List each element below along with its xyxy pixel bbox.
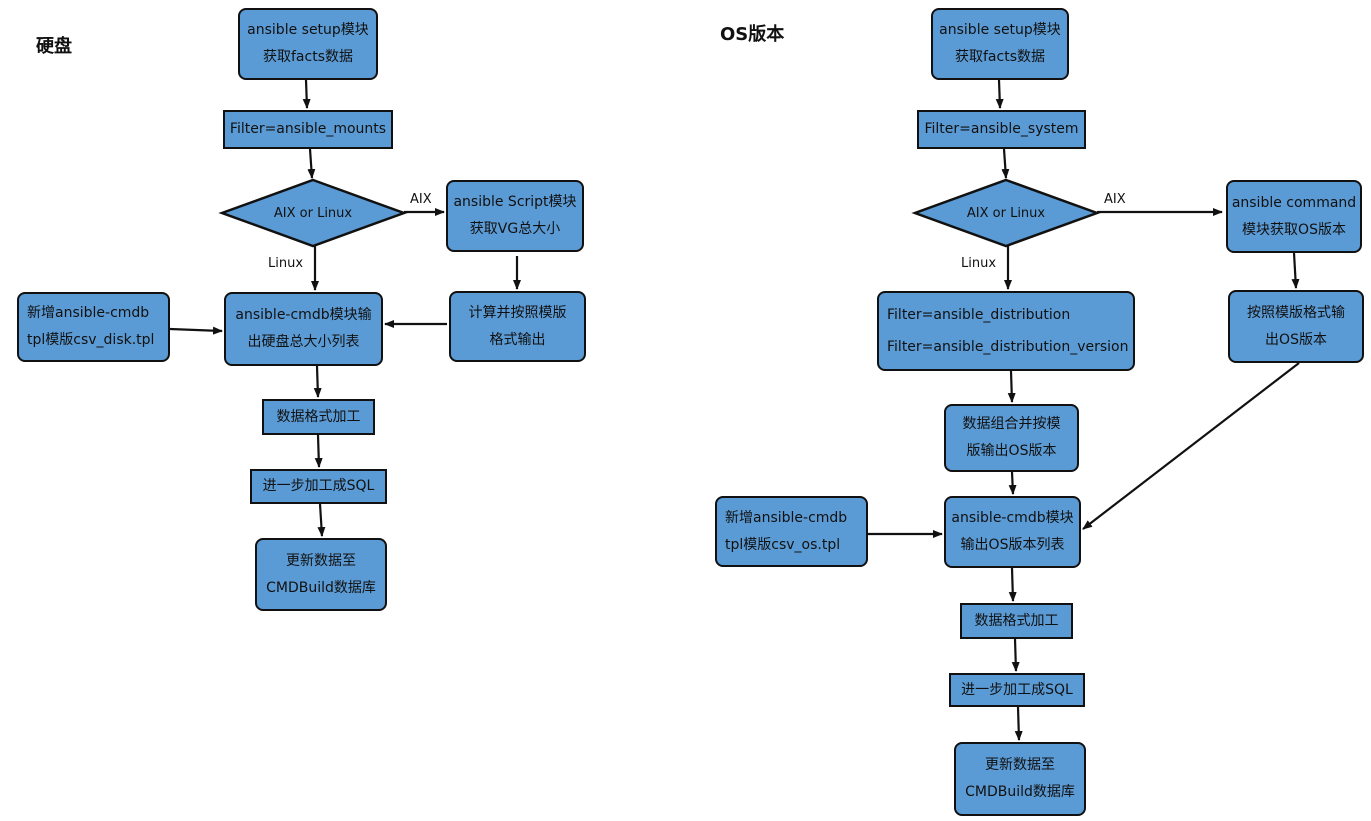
os-tpl-line1: 新增ansible-cmdb: [725, 509, 848, 526]
arrow-disk-tpl-to-cmdb: [169, 326, 223, 335]
arrow-disk-sql-to-update: [317, 503, 326, 537]
os-setup-node: ansible setup模块 获取facts数据: [931, 8, 1069, 80]
arrow-os-combine-to-cmdb: [1008, 471, 1017, 495]
arrow-os-sql-to-update: [1014, 706, 1023, 741]
arrow-os-setup-to-filter: [995, 79, 1004, 109]
arrow-os-filter-to-decision: [1001, 148, 1010, 179]
os-label-aix: AIX: [1104, 192, 1126, 207]
os-format-node: 数据格式加工: [960, 603, 1073, 639]
os-label-linux: Linux: [961, 256, 997, 271]
arrow-disk-cmdb-to-format: [313, 365, 322, 398]
arrow-os-cmdb-to-format: [1008, 567, 1017, 602]
os-combine-node: 数据组合并按模 版输出OS版本: [944, 404, 1079, 472]
os-filter-text: Filter=ansible_system: [924, 121, 1079, 137]
os-distribution-node: Filter=ansible_distribution Filter=ansib…: [877, 291, 1135, 371]
os-sql-node: 进一步加工成SQL: [949, 673, 1085, 707]
disk-calc-line1: 计算并按照模版: [468, 304, 567, 321]
os-dist-filter1: Filter=ansible_distribution: [887, 307, 1071, 323]
disk-setup-line2: 获取facts数据: [263, 49, 353, 65]
disk-cmdb-line2: 出硬盘总大小列表: [247, 334, 360, 350]
arrow-disk-format-to-sql: [314, 434, 323, 468]
disk-format-text: 数据格式加工: [276, 408, 361, 425]
os-command-line2: 模块获取OS版本: [1242, 221, 1346, 238]
os-cmdb-line2: 输出OS版本列表: [960, 537, 1065, 553]
os-template-line1: 按照模版格式输: [1247, 304, 1345, 321]
os-cmdb-line1: ansible-cmdb模块: [951, 510, 1074, 526]
disk-sql-node: 进一步加工成SQL: [250, 469, 387, 504]
disk-update-node: 更新数据至 CMDBuild数据库: [255, 538, 387, 611]
disk-filter-text: Filter=ansible_mounts: [229, 121, 387, 137]
arrow-os-command-to-template: [1291, 252, 1300, 289]
disk-script-line2: 获取VG总大小: [469, 221, 561, 237]
os-update-node: 更新数据至 CMDBuild数据库: [954, 742, 1086, 816]
os-sql-text: 进一步加工成SQL: [961, 681, 1073, 698]
os-dist-filter2: Filter=ansible_distribution_version: [887, 339, 1129, 355]
os-command-line1: ansible command: [1231, 194, 1357, 211]
disk-script-line1: ansible Script模块: [453, 194, 577, 210]
os-tpl-node: 新增ansible-cmdb tpl模版csv_os.tpl: [715, 496, 868, 567]
os-cmdb-node: ansible-cmdb模块 输出OS版本列表: [944, 496, 1081, 568]
disk-setup-line1: ansible setup模块: [247, 22, 369, 38]
disk-script-node: ansible Script模块 获取VG总大小: [446, 180, 584, 252]
os-combine-line2: 版输出OS版本: [966, 443, 1057, 459]
disk-calc-line2: 格式输出: [489, 331, 546, 348]
disk-tpl-line2: tpl模版csv_disk.tpl: [27, 332, 155, 348]
disk-section-title: 硬盘: [36, 36, 72, 57]
arrow-os-dist-to-combine: [1007, 370, 1016, 403]
arrow-disk-filter-to-decision: [307, 148, 316, 179]
disk-format-node: 数据格式加工: [262, 399, 375, 435]
disk-update-line2: CMDBuild数据库: [266, 579, 376, 596]
disk-label-linux: Linux: [268, 256, 304, 271]
disk-decision-text: AIX or Linux: [273, 205, 353, 221]
disk-cmdb-line1: ansible-cmdb模块输: [235, 307, 372, 323]
os-filter-node: Filter=ansible_system: [917, 110, 1086, 149]
disk-sql-text: 进一步加工成SQL: [262, 478, 375, 494]
disk-update-line1: 更新数据至: [286, 552, 356, 569]
disk-tpl-node: 新增ansible-cmdb tpl模版csv_disk.tpl: [17, 292, 170, 362]
disk-cmdb-node: ansible-cmdb模块输 出硬盘总大小列表: [224, 292, 383, 366]
os-section-title: OS版本: [720, 24, 785, 45]
os-tpl-line2: tpl模版csv_os.tpl: [725, 536, 841, 553]
os-command-node: ansible command 模块获取OS版本: [1226, 180, 1362, 253]
disk-calc-node: 计算并按照模版 格式输出: [449, 291, 586, 362]
disk-filter-node: Filter=ansible_mounts: [223, 110, 393, 149]
os-template-line2: 出OS版本: [1265, 331, 1327, 348]
disk-tpl-line1: 新增ansible-cmdb: [27, 305, 150, 321]
arrow-os-template-to-cmdb: [1082, 362, 1300, 530]
disk-label-aix: AIX: [410, 192, 432, 207]
os-setup-line2: 获取facts数据: [955, 49, 1045, 65]
disk-setup-node: ansible setup模块 获取facts数据: [238, 8, 378, 80]
os-update-line1: 更新数据至: [985, 757, 1055, 773]
os-setup-line1: ansible setup模块: [939, 22, 1061, 38]
os-update-line2: CMDBuild数据库: [965, 784, 1075, 800]
arrow-disk-setup-to-filter: [302, 79, 311, 109]
os-template-node: 按照模版格式输 出OS版本: [1228, 290, 1364, 363]
arrow-os-format-to-sql: [1011, 638, 1020, 672]
os-decision-text: AIX or Linux: [966, 205, 1046, 221]
disk-decision-diamond: [218, 178, 408, 248]
os-format-text: 数据格式加工: [974, 612, 1059, 629]
os-combine-line1: 数据组合并按模: [962, 416, 1061, 432]
os-decision-diamond: [911, 178, 1101, 248]
